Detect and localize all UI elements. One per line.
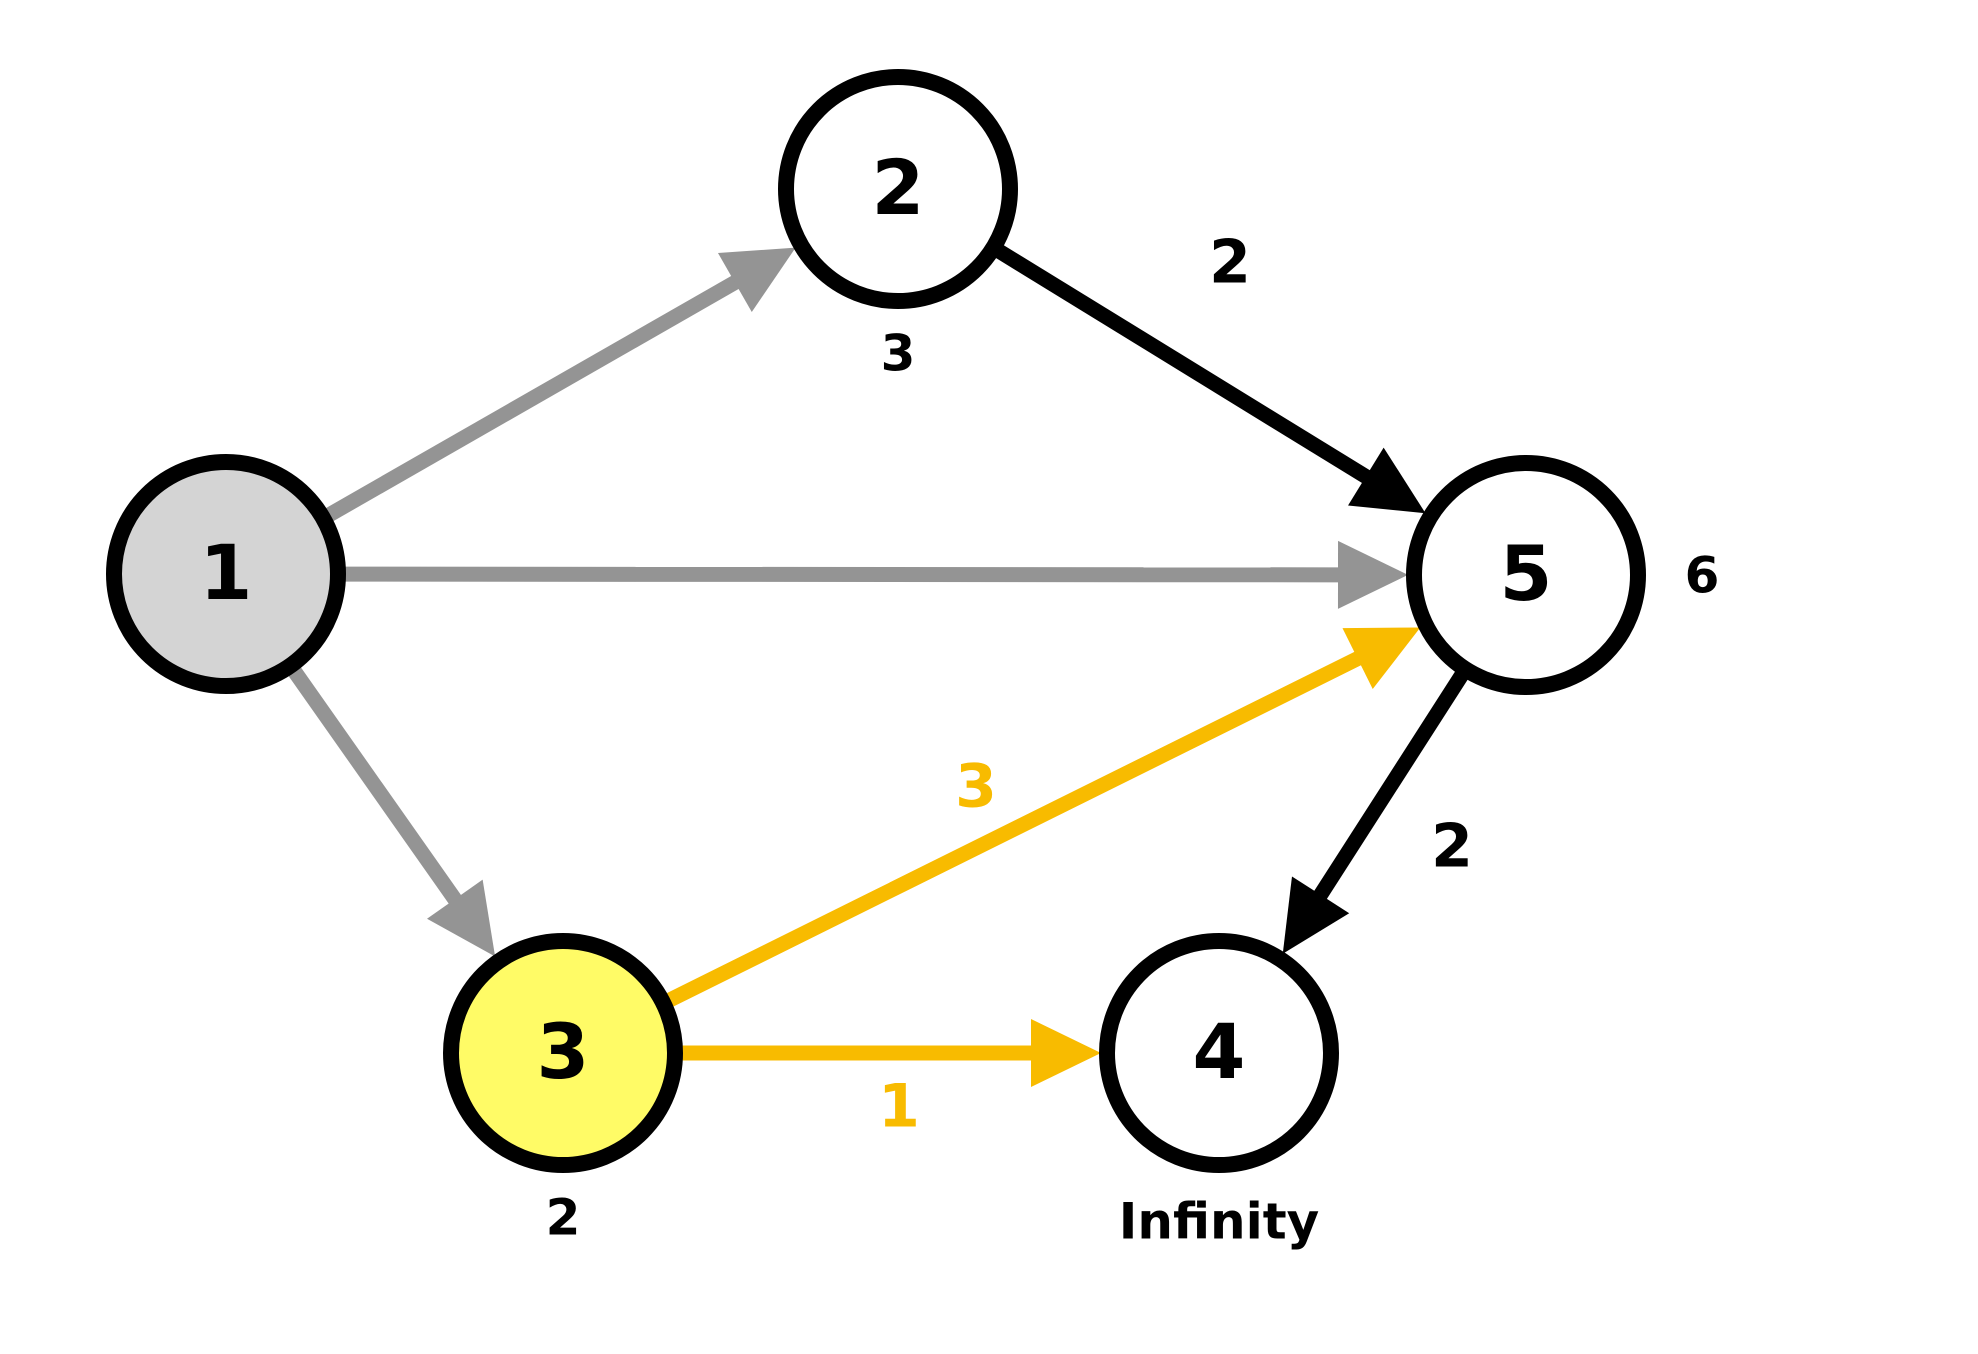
edge-1-3 — [286, 664, 496, 957]
node-circle[interactable] — [1406, 455, 1646, 695]
edge-line — [1312, 668, 1470, 903]
node-circle[interactable] — [778, 69, 1018, 309]
node-label: 5 — [1500, 529, 1553, 618]
node-2[interactable]: 2 — [778, 69, 1018, 309]
arrowhead-icon — [1337, 540, 1408, 609]
edge-weight-label: 2 — [1431, 812, 1473, 882]
node-label: 3 — [537, 1007, 590, 1096]
nodes-layer: 1 2 3 4 5 — [106, 69, 1646, 1173]
node-1[interactable]: 1 — [106, 454, 346, 694]
edge-1-5 — [341, 540, 1408, 609]
node-5[interactable]: 5 — [1406, 455, 1646, 695]
node-circle[interactable] — [1099, 933, 1339, 1173]
node-3[interactable]: 3 — [443, 933, 683, 1173]
arrowhead-icon — [1348, 447, 1426, 514]
edge-line — [663, 650, 1365, 1009]
node-4[interactable]: 4 — [1099, 933, 1339, 1173]
edge-3-4 — [679, 1019, 1101, 1087]
edge-weight-label: 2 — [1209, 228, 1251, 298]
edge-5-4 — [1282, 668, 1470, 954]
edge-1-2 — [322, 247, 796, 523]
edge-weight-label: 3 — [955, 752, 997, 822]
node-circle[interactable] — [106, 454, 346, 694]
edge-line — [992, 243, 1374, 486]
edge-line — [322, 273, 743, 523]
arrowhead-icon — [717, 247, 796, 312]
node-distance-label: Infinity — [1119, 1193, 1320, 1251]
arrowhead-icon — [1031, 1019, 1101, 1087]
arrowhead-icon — [1282, 876, 1350, 954]
node-label: 4 — [1193, 1007, 1246, 1096]
edges-layer — [286, 243, 1470, 1087]
edge-weight-label: 1 — [878, 1072, 920, 1142]
edge-line — [286, 664, 464, 907]
node-label: 2 — [872, 143, 925, 232]
arrowhead-icon — [1342, 627, 1421, 690]
arrowhead-icon — [427, 879, 496, 957]
edge-3-5 — [663, 627, 1421, 1009]
node-label: 1 — [200, 528, 253, 617]
edge-line — [341, 566, 1343, 583]
node-distance-label: 2 — [546, 1189, 581, 1247]
node-distance-label: 3 — [881, 325, 916, 383]
node-distance-label: 6 — [1685, 547, 1720, 605]
node-circle[interactable] — [443, 933, 683, 1173]
edge-2-5 — [992, 243, 1426, 514]
